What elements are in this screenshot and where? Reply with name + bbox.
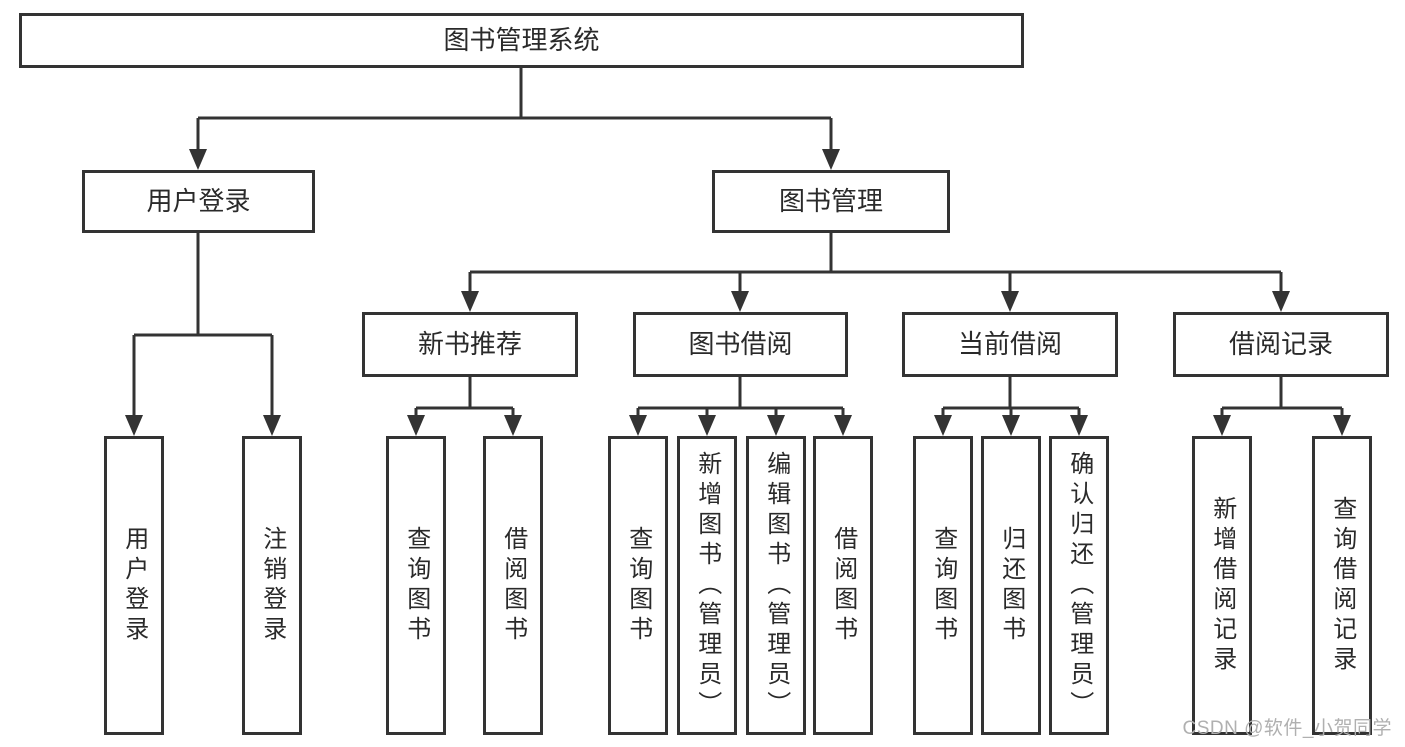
leaf-return-book: 归还图书 [981,436,1041,735]
leaf-borrow-books-recommendation: 借阅图书 [483,436,543,735]
leaf-logout: 注销登录 [242,436,302,735]
node-book-borrowing: 图书借阅 [633,312,848,377]
leaf-user-login: 用户登录 [104,436,164,735]
node-new-book-recommendation: 新书推荐 [362,312,578,377]
leaf-query-books-recommendation: 查询图书 [386,436,446,735]
leaf-query-books-borrowing: 查询图书 [608,436,668,735]
node-library-management-system: 图书管理系统 [19,13,1024,68]
leaf-query-borrow-record: 查询借阅记录 [1312,436,1372,735]
leaf-edit-book-admin: 编辑图书（管理员） [746,436,806,735]
csdn-watermark: CSDN @软件_小贺同学 [1182,718,1392,739]
node-current-borrowing: 当前借阅 [902,312,1118,377]
leaf-borrow-books-borrowing: 借阅图书 [813,436,873,735]
leaf-confirm-return-admin: 确认归还（管理员） [1049,436,1109,735]
leaf-add-book-admin: 新增图书（管理员） [677,436,737,735]
leaf-query-books-current: 查询图书 [913,436,973,735]
node-book-management: 图书管理 [712,170,950,233]
node-borrowing-records: 借阅记录 [1173,312,1389,377]
leaf-add-borrow-record: 新增借阅记录 [1192,436,1252,735]
node-user-login: 用户登录 [82,170,315,233]
